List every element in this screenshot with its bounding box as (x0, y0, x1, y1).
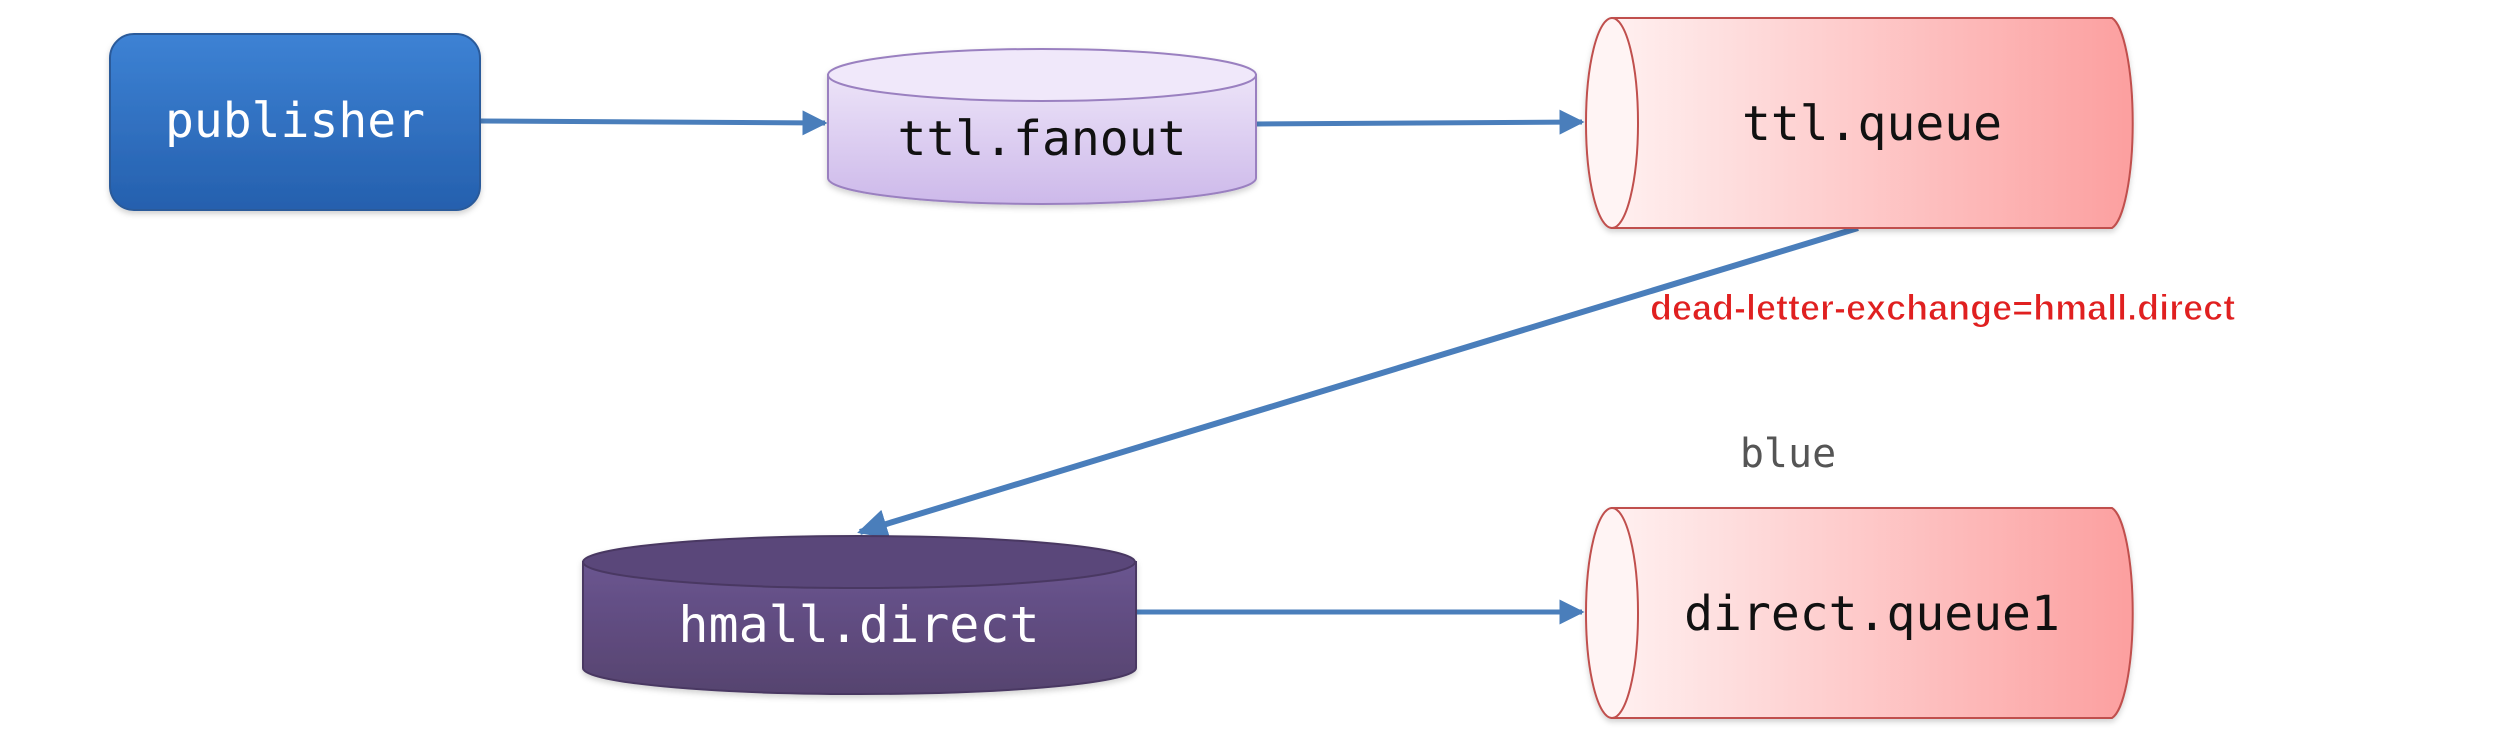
ttl-fanout-exchange (827, 48, 1257, 205)
hmall-direct-label: hmall.direct (678, 596, 1039, 654)
direct-queue1 (1585, 507, 2134, 719)
direct-queue1-label: direct.queue1 (1684, 586, 2060, 642)
ttl-queue (1585, 17, 2134, 229)
arrow-ttl-fanout-to-ttl-queue (1255, 109, 1585, 135)
dead-letter-exchange-annotation: dead-letter-exchange=hmall.direct (1650, 287, 2235, 328)
publisher-node (109, 33, 481, 211)
arrow-ttl-queue-to-hmall-direct (857, 225, 1859, 539)
hmall-direct-exchange (582, 535, 1137, 696)
routing-key-label: blue (1740, 431, 1836, 477)
ttl-fanout-label: ttl.fanout (898, 111, 1187, 167)
arrow-publisher-to-ttl-fanout (479, 110, 828, 136)
ttl-queue-label: ttl.queue (1742, 96, 2002, 152)
publisher-label: publisher (165, 93, 425, 149)
